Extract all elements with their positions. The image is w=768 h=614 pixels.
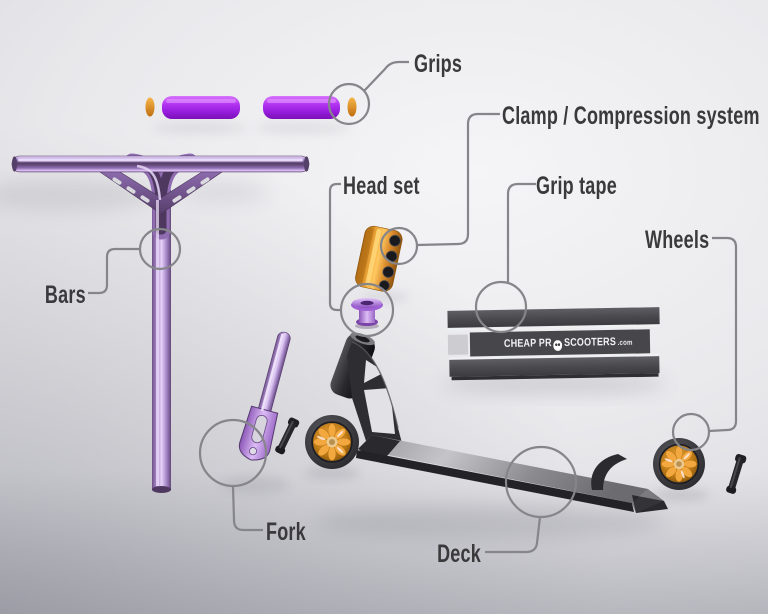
label-wheels: Wheels bbox=[644, 226, 709, 254]
logo-text-suffix: .com bbox=[617, 337, 633, 348]
leader-bars bbox=[88, 247, 140, 295]
logo-text-main: SCOOTERS bbox=[563, 336, 617, 349]
front-wheel-spokes bbox=[313, 423, 351, 461]
axle-bolt-rear bbox=[726, 454, 747, 494]
callout-circle-grip-tape bbox=[474, 280, 528, 334]
front-wheel bbox=[305, 415, 359, 469]
logo-text-prefix: CHEAP PR bbox=[503, 337, 552, 350]
grips-part bbox=[145, 96, 357, 119]
leader-grip-tape bbox=[506, 182, 536, 283]
deck-front bbox=[358, 435, 400, 463]
deck-brake bbox=[591, 454, 627, 490]
label-fork: Fork bbox=[266, 518, 306, 546]
label-head-set: Head set bbox=[343, 172, 420, 200]
gusset-slots bbox=[112, 177, 210, 203]
leader-headset bbox=[328, 182, 341, 312]
grip-shadow bbox=[152, 122, 248, 134]
leader-deck bbox=[485, 516, 542, 554]
headset-part bbox=[351, 298, 383, 329]
grip-bar-end-right bbox=[347, 97, 357, 117]
label-grips: Grips bbox=[414, 50, 463, 78]
skull-icon bbox=[553, 339, 563, 351]
fork-shadow bbox=[221, 476, 289, 494]
label-grip-tape: Grip tape bbox=[536, 172, 617, 200]
callout-circle-deck bbox=[504, 445, 578, 519]
callout-circle-bars bbox=[138, 227, 182, 271]
bars-crossbar bbox=[11, 155, 310, 173]
leader-wheels bbox=[708, 236, 738, 433]
grip-bar-end-left bbox=[145, 97, 155, 117]
label-bars: Bars bbox=[45, 281, 86, 309]
neck-cutout-upper bbox=[364, 360, 385, 383]
label-clamp-compression: Clamp / Compression system bbox=[502, 102, 760, 130]
callout-circle-fork bbox=[198, 418, 268, 488]
callouts bbox=[88, 60, 738, 554]
clamp-bolts bbox=[378, 234, 401, 291]
leader-clamp bbox=[416, 112, 500, 247]
callout-circle-clamp bbox=[379, 226, 419, 266]
callout-circle-headset bbox=[339, 282, 395, 338]
clamp-part bbox=[355, 225, 403, 292]
leader-fork bbox=[231, 485, 263, 532]
axle-bolt-front bbox=[275, 417, 300, 455]
grip-tape-strip-top bbox=[447, 307, 660, 328]
leader-grips bbox=[363, 60, 409, 92]
bars-shadow bbox=[0, 179, 155, 211]
label-deck: Deck bbox=[437, 540, 481, 568]
grip-tape-brand-logo: CHEAP PR SCOOTERS .com bbox=[504, 336, 633, 354]
deck-side-face bbox=[356, 450, 634, 512]
deck-shadow bbox=[315, 505, 665, 539]
callout-circle-wheels bbox=[671, 412, 711, 452]
grip-tape-strip-bottom bbox=[449, 356, 660, 377]
callout-circle-grips bbox=[327, 82, 371, 126]
bars-part bbox=[11, 153, 310, 493]
neck-cutout-lower bbox=[364, 388, 395, 434]
rear-wheel-spokes bbox=[660, 445, 698, 483]
